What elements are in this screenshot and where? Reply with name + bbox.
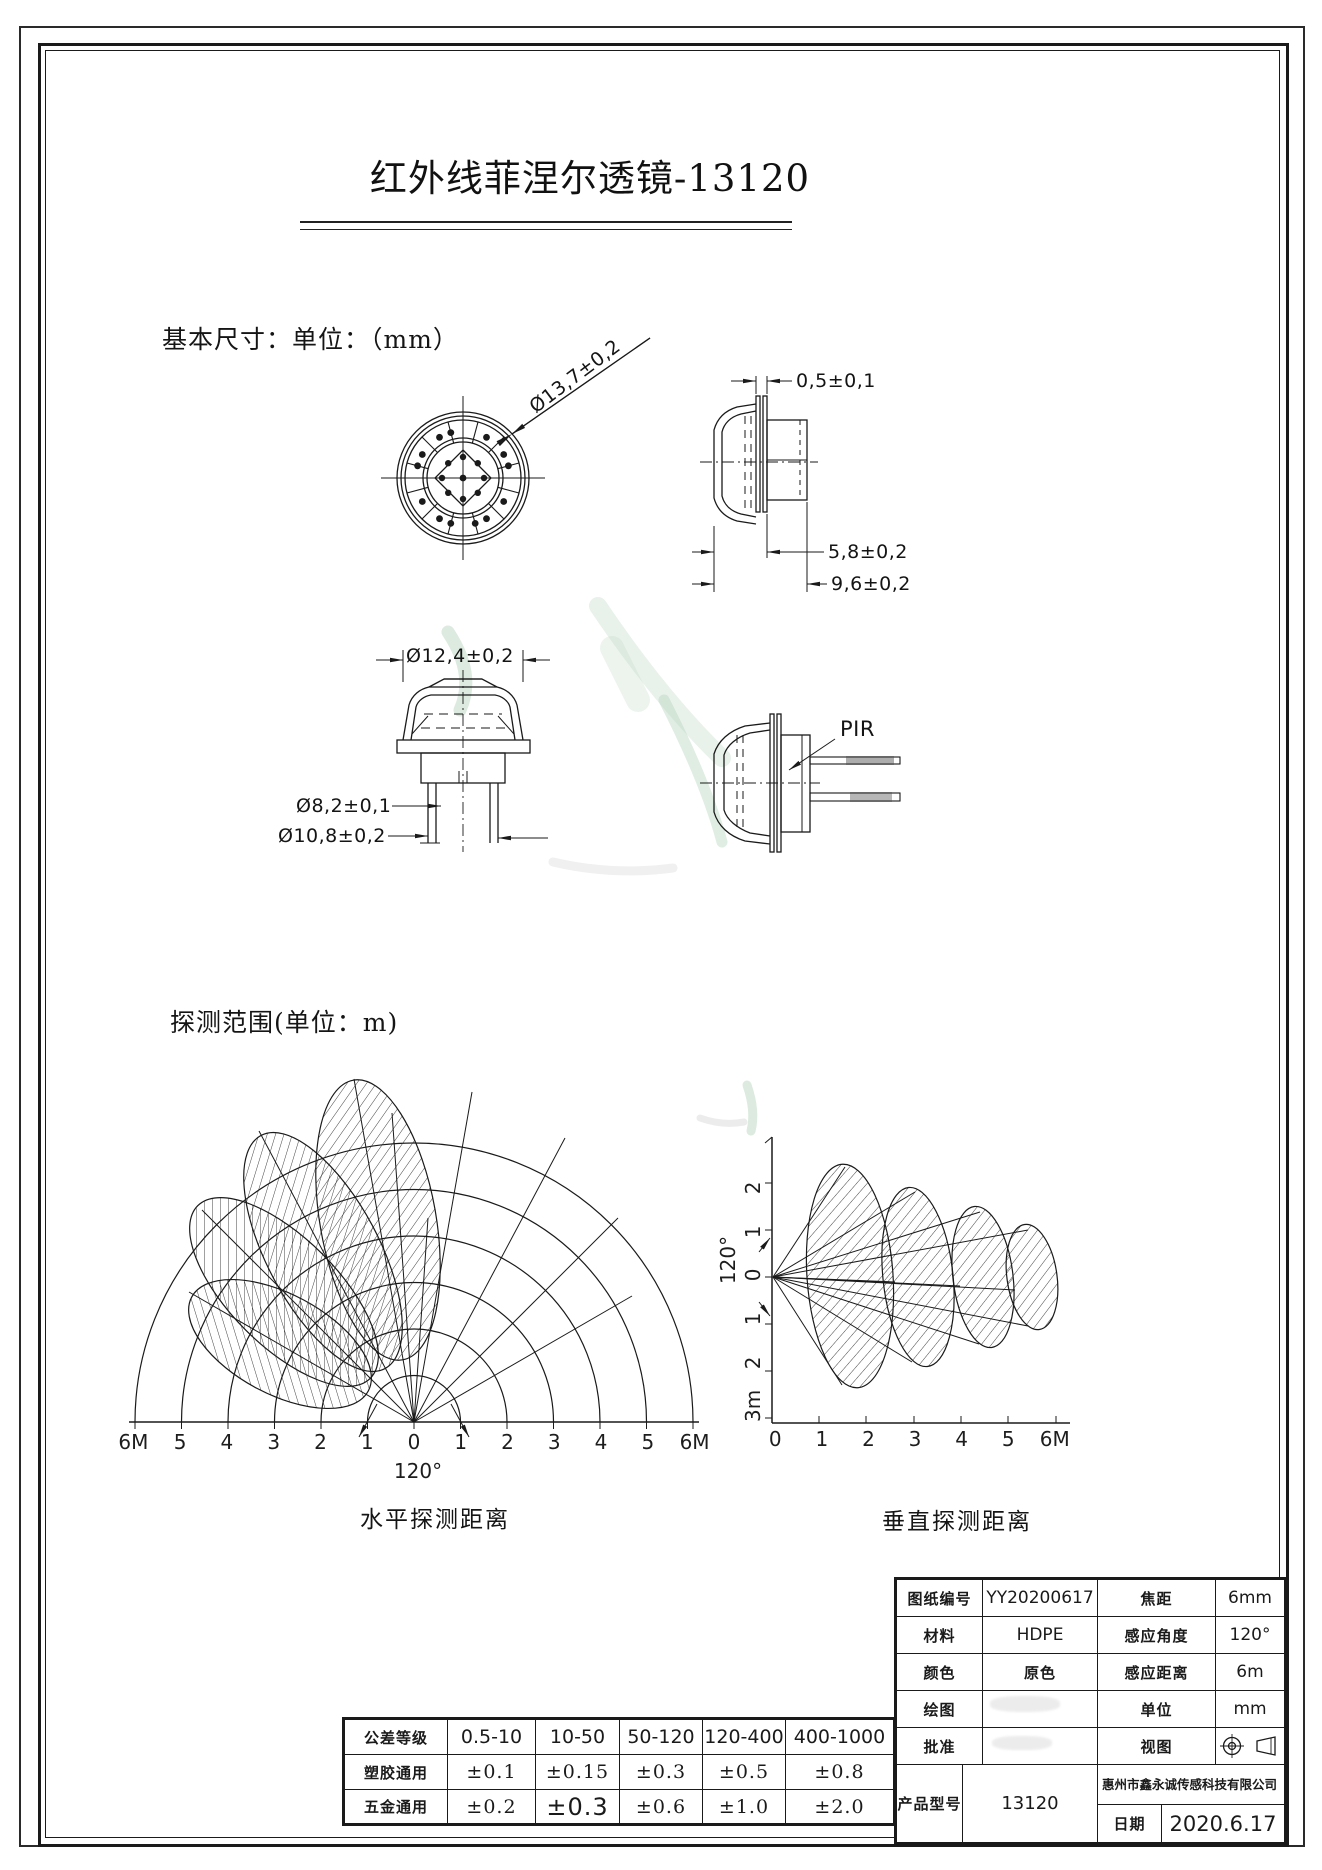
x-tick: 5 [173, 1430, 187, 1454]
spec-value: 120° [1215, 1616, 1285, 1654]
inner-border [38, 43, 1289, 1847]
pir-assembly-drawing [700, 713, 901, 853]
spec-label: 单位 [1097, 1690, 1216, 1728]
dim-lens-height: 5,8±0,2 [828, 541, 908, 563]
caption-vertical: 垂直探测距离 [882, 1509, 1032, 1535]
x-tick: 2 [862, 1427, 875, 1451]
tol-header: 50-120 [619, 1719, 703, 1755]
vertical-chart-x-axis: 0 1 2 3 4 5 6M [752, 1427, 1078, 1451]
x-tick: 3 [267, 1430, 281, 1454]
date-label: 日期 [1097, 1804, 1162, 1843]
dim-flange-thickness: 0,5±0,1 [796, 370, 876, 392]
spec-value: 6mm [1215, 1579, 1285, 1617]
detection-range-heading: 探测范围(单位：m) [170, 1008, 399, 1037]
x-tick: 3 [908, 1427, 922, 1451]
spec-label: 图纸编号 [896, 1579, 983, 1617]
first-angle-projection-icon [1220, 1734, 1276, 1758]
spec-value: HDPE [982, 1616, 1098, 1654]
tol-header: 400-1000 [785, 1719, 894, 1755]
spec-label: 批准 [896, 1727, 983, 1765]
tol-value: ±0.3 [535, 1789, 620, 1824]
x-tick: 3 [547, 1430, 561, 1454]
tol-header: 120-400 [702, 1719, 786, 1755]
title-underline [300, 221, 792, 223]
x-tick: 6M [1039, 1427, 1070, 1451]
tol-row-label: 五金通用 [344, 1789, 448, 1824]
vertical-chart-y-axis: 2 1 0 1 2 3m [741, 1166, 765, 1428]
spec-value: YY20200617 [982, 1579, 1098, 1617]
dim-base-dia: Ø10,8±0,2 [278, 825, 386, 847]
basic-dimensions-heading: 基本尺寸：单位：（mm） [162, 325, 459, 354]
horizontal-angle-label: 120° [393, 1459, 443, 1483]
tol-value: ±0.3 [619, 1754, 703, 1790]
tol-value: ±1.0 [702, 1789, 786, 1824]
spec-label: 感应距离 [1097, 1653, 1216, 1691]
spec-label: 绘图 [896, 1690, 983, 1728]
y-tick: 3m [740, 1390, 765, 1423]
dim-pin-circle: Ø8,2±0,1 [296, 795, 392, 817]
x-tick: 5 [641, 1430, 655, 1454]
x-tick: 1 [360, 1430, 374, 1454]
dim-overall-height: 9,6±0,2 [831, 573, 911, 595]
spec-label: 感应角度 [1097, 1616, 1216, 1654]
tol-value: ±0.15 [535, 1754, 620, 1790]
title-underline-2 [300, 229, 792, 230]
x-tick: 0 [768, 1427, 782, 1451]
front-view-drawing [376, 650, 550, 852]
y-tick: 1 [740, 1312, 765, 1326]
tol-value: ±0.5 [702, 1754, 786, 1790]
x-tick: 1 [454, 1430, 468, 1454]
spec-label: 颜色 [896, 1653, 983, 1691]
company-name: 惠州市鑫永诚传感科技有限公司 [1097, 1764, 1285, 1805]
y-tick: 2 [740, 1181, 765, 1195]
tol-header: 10-50 [535, 1719, 620, 1755]
horizontal-chart-x-axis: 6M 5 4 3 2 1 0 1 2 3 4 5 6M [110, 1430, 718, 1454]
horizontal-detection-chart [129, 1078, 699, 1438]
spec-label: 材料 [896, 1616, 983, 1654]
watermark-smudges [441, 597, 758, 1136]
tol-value: ±0.2 [447, 1789, 536, 1824]
spec-value: 6m [1215, 1653, 1285, 1691]
x-tick: 6M [118, 1430, 149, 1454]
x-tick: 1 [815, 1427, 829, 1451]
vertical-angle-label: 120° [716, 1235, 740, 1285]
tol-value: ±0.8 [785, 1754, 894, 1790]
product-model-value: 13120 [962, 1764, 1098, 1843]
inner-border-thin [45, 50, 1280, 1838]
tol-header: 公差等级 [344, 1719, 448, 1755]
x-tick: 4 [955, 1427, 968, 1451]
spec-label: 视图 [1097, 1727, 1216, 1765]
projection-view-cell [1215, 1727, 1285, 1765]
spec-table: 图纸编号 YY20200617 焦距 6mm 材料 HDPE 感应角度 120°… [894, 1577, 1287, 1845]
dim-front-width: Ø12,4±0,2 [406, 645, 514, 667]
x-tick: 0 [407, 1430, 421, 1454]
tol-row-label: 塑胶通用 [344, 1754, 448, 1790]
tol-value: ±2.0 [785, 1789, 894, 1824]
tol-value: ±0.1 [447, 1754, 536, 1790]
side-view-drawing [692, 376, 827, 592]
tolerance-table: 公差等级 0.5-10 10-50 50-120 120-400 400-100… [342, 1717, 896, 1826]
tol-value: ±0.6 [619, 1789, 703, 1824]
signature-smudge [992, 1736, 1052, 1750]
spec-value: mm [1215, 1690, 1285, 1728]
x-tick: 2 [501, 1430, 514, 1454]
vertical-detection-chart [758, 1136, 1070, 1424]
page-title: 红外线菲涅尔透镜-13120 [369, 157, 811, 200]
pir-label: PIR [840, 717, 875, 741]
x-tick: 4 [220, 1430, 234, 1454]
date-value: 2020.6.17 [1161, 1804, 1285, 1843]
y-tick: 2 [740, 1356, 765, 1369]
spec-label: 焦距 [1097, 1579, 1216, 1617]
x-tick: 6M [679, 1430, 710, 1454]
tol-header: 0.5-10 [447, 1719, 536, 1755]
caption-horizontal: 水平探测距离 [360, 1507, 510, 1533]
product-model-label: 产品型号 [896, 1764, 963, 1843]
x-tick: 2 [314, 1430, 327, 1454]
signature-smudge [990, 1696, 1060, 1712]
top-view-drawing [381, 337, 651, 560]
spec-value: 原色 [982, 1653, 1098, 1691]
x-tick: 4 [594, 1430, 608, 1454]
x-tick: 5 [1001, 1427, 1015, 1451]
